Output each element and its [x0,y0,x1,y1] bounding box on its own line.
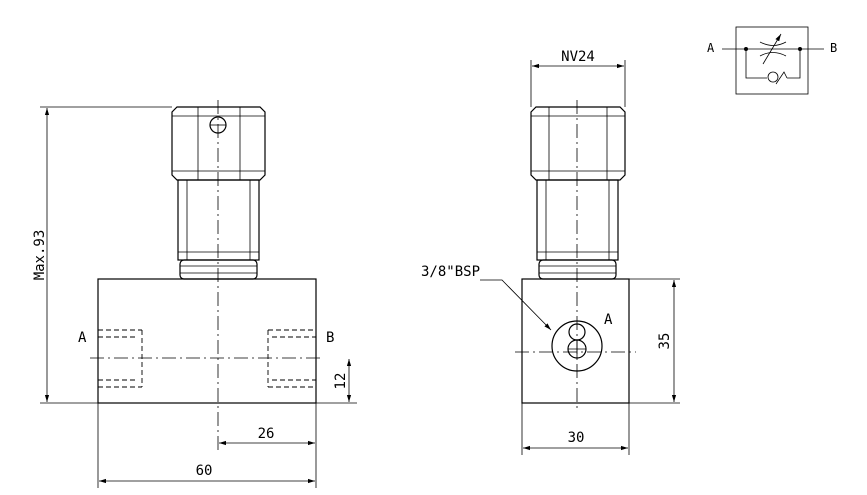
max-height-label: Max.93 [32,230,48,281]
check-valve-seat-icon [775,71,788,85]
side-stem [536,179,619,261]
side-neck [538,259,617,280]
front-port-b-label: B [326,330,334,346]
hidden-port-a [98,329,143,388]
front-view: A B Max.93 60 26 12 [32,100,357,488]
port-height-label: 12 [333,373,349,390]
side-knob [530,106,626,181]
symbol-port-b-label: B [830,41,837,55]
front-port-a-label: A [78,330,87,346]
side-view: A 3/8"BSP NV24 35 30 [421,49,680,455]
throttle-upper-icon [759,41,787,46]
length-label: 60 [196,463,213,479]
side-port-a-label: A [604,312,613,328]
front-knob [171,106,266,181]
front-body [97,278,317,404]
front-stem [177,179,260,261]
hex-label: NV24 [561,49,595,65]
thread-label: 3/8"BSP [421,264,480,280]
throttle-lower-icon [759,52,787,57]
adjust-arrow-icon [762,33,782,65]
symbol-port-a-label: A [707,41,715,55]
symbol-frame [735,26,809,95]
hydraulic-symbol: A B [707,26,837,95]
check-valve-ball-icon [767,71,779,83]
port-offset-label: 26 [258,426,275,442]
front-neck [179,259,258,280]
side-body [521,278,630,404]
height-label: 35 [657,333,673,350]
thread-leader [480,279,552,331]
width-label: 30 [568,430,585,446]
side-port-circle [551,320,603,372]
hidden-port-b [267,329,316,388]
